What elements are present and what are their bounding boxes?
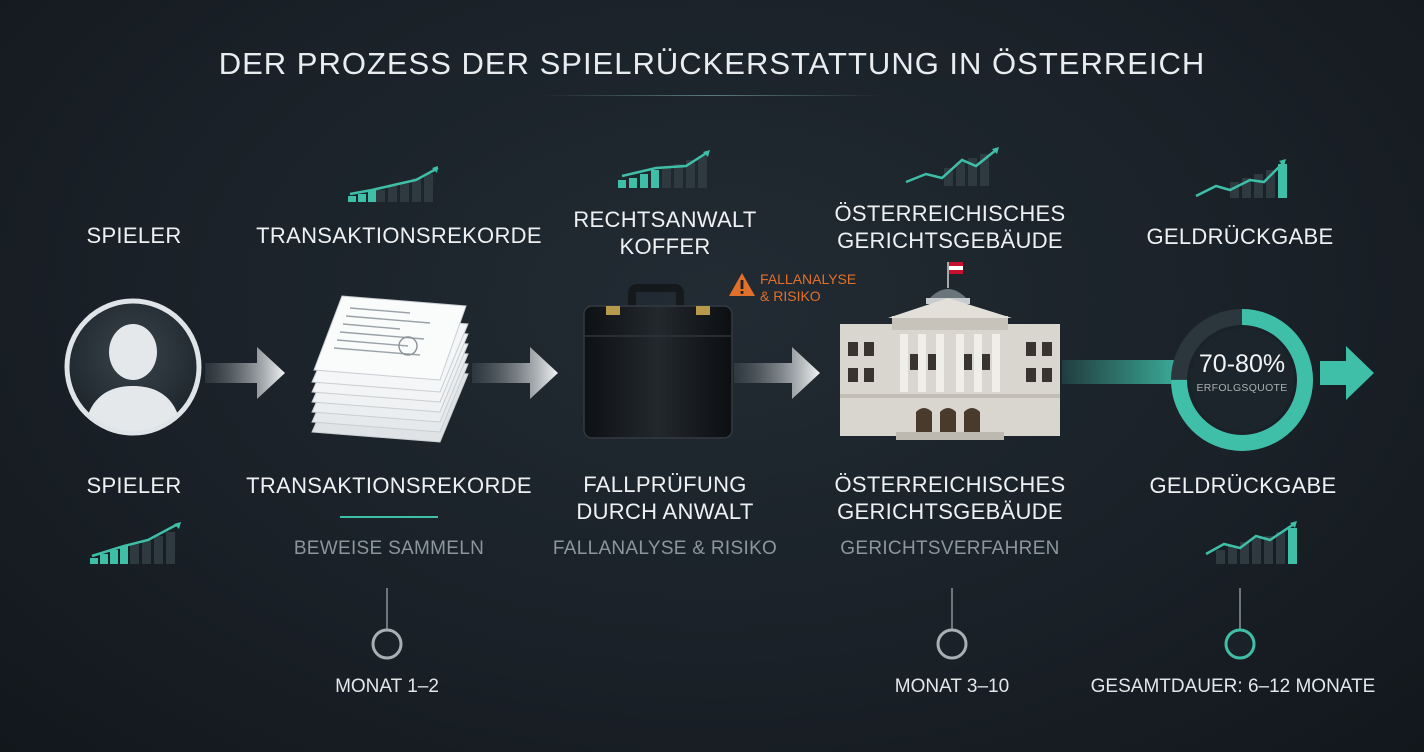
timeline-milestone-1: MONAT 1–2 [335,676,439,697]
warning-note: FALLANALYSE & RISIKO [760,271,870,305]
growth-chart-icon [348,166,439,202]
growth-chart-icon [90,522,181,564]
bottom-label-court-line1: ÖSTERREICHISCHES [834,472,1066,497]
top-label-court-line1: ÖSTERREICHISCHES [834,201,1066,226]
growth-chart-icon [905,147,999,186]
top-label-refund: GELDRÜCKGABE [1146,224,1334,249]
courthouse-icon [840,262,1060,440]
bottom-label-lawyer-line2: DURCH ANWALT [576,499,754,524]
bottom-label-court: ÖSTERREICHISCHES GERICHTSGEBÄUDE [820,471,1080,525]
bottom-label-refund: GELDRÜCKGABE [1149,473,1337,498]
top-label-lawyer-line1: RECHTSANWALT [573,207,757,232]
warning-line1: FALLANALYSE [760,271,857,287]
success-rate-value: 70-80% [1198,350,1286,378]
bottom-label-player: SPIELER [86,473,182,498]
top-label-lawyer-line2: KOFFER [619,234,711,259]
top-label-court: ÖSTERREICHISCHES GERICHTSGEBÄUDE [820,200,1080,254]
top-label-court-line2: GERICHTSGEBÄUDE [837,228,1063,253]
arrow-icon [472,347,558,399]
timeline-node [1224,628,1256,660]
page-title: DER PROZESS DER SPIELRÜCKERSTATTUNG IN Ö… [218,46,1206,81]
subtitle-records: BEWEISE SAMMELN [293,538,485,559]
growth-chart-icon [618,150,710,188]
warning-icon [729,273,755,296]
timeline-node [371,628,403,660]
records-accent-rule [340,516,438,518]
subtitle-court: GERICHTSVERFAHREN [840,538,1060,559]
briefcase-icon [583,284,733,439]
arrow-icon [734,347,820,399]
bottom-label-lawyer: FALLPRÜFUNG DURCH ANWALT [555,471,775,525]
success-rate-caption: ERFOLGSQUOTE [1196,382,1288,394]
bottom-label-lawyer-line1: FALLPRÜFUNG [583,472,747,497]
bottom-label-court-line2: GERICHTSGEBÄUDE [837,499,1063,524]
top-label-records: TRANSAKTIONSREKORDE [256,223,542,248]
success-ring-icon [1171,309,1313,451]
bottom-label-records: TRANSAKTIONSREKORDE [246,473,532,498]
timeline-total-duration: GESAMTDAUER: 6–12 MONATE [1090,676,1376,697]
arrow-icon [205,347,285,399]
document-stack-icon [311,295,469,443]
warning-line2: & RISIKO [760,288,821,304]
top-label-player: SPIELER [86,223,182,248]
subtitle-lawyer: FALLANALYSE & RISIKO [552,538,778,559]
person-icon [64,298,202,436]
timeline-milestone-2: MONAT 3–10 [894,676,1010,697]
growth-chart-icon [1205,521,1297,564]
arrow-band [1062,360,1174,384]
austria-flag-icon [947,262,963,288]
arrow-icon [1320,346,1374,400]
growth-chart-icon [1195,159,1287,198]
top-label-lawyer: RECHTSANWALT KOFFER [555,206,775,260]
timeline [160,588,1260,660]
title-divider [540,95,882,96]
timeline-node [936,628,968,660]
